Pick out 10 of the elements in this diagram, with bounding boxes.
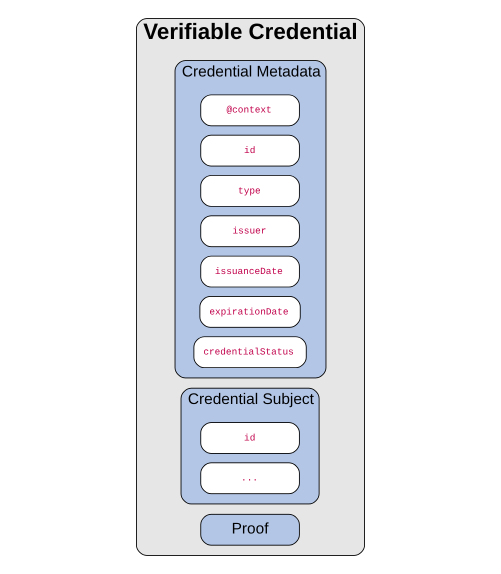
node-box: issuer: [200, 215, 300, 248]
node-box: expirationDate: [199, 296, 301, 328]
node-box: id: [200, 134, 300, 166]
node-box: type: [200, 175, 300, 207]
node-box: issuanceDate: [200, 256, 300, 288]
node-box: @context: [200, 94, 300, 126]
node-box: Proof: [200, 514, 300, 546]
node-box: ...: [200, 462, 300, 494]
node-box: id: [200, 422, 300, 454]
node-box: credentialStatus: [193, 336, 307, 368]
